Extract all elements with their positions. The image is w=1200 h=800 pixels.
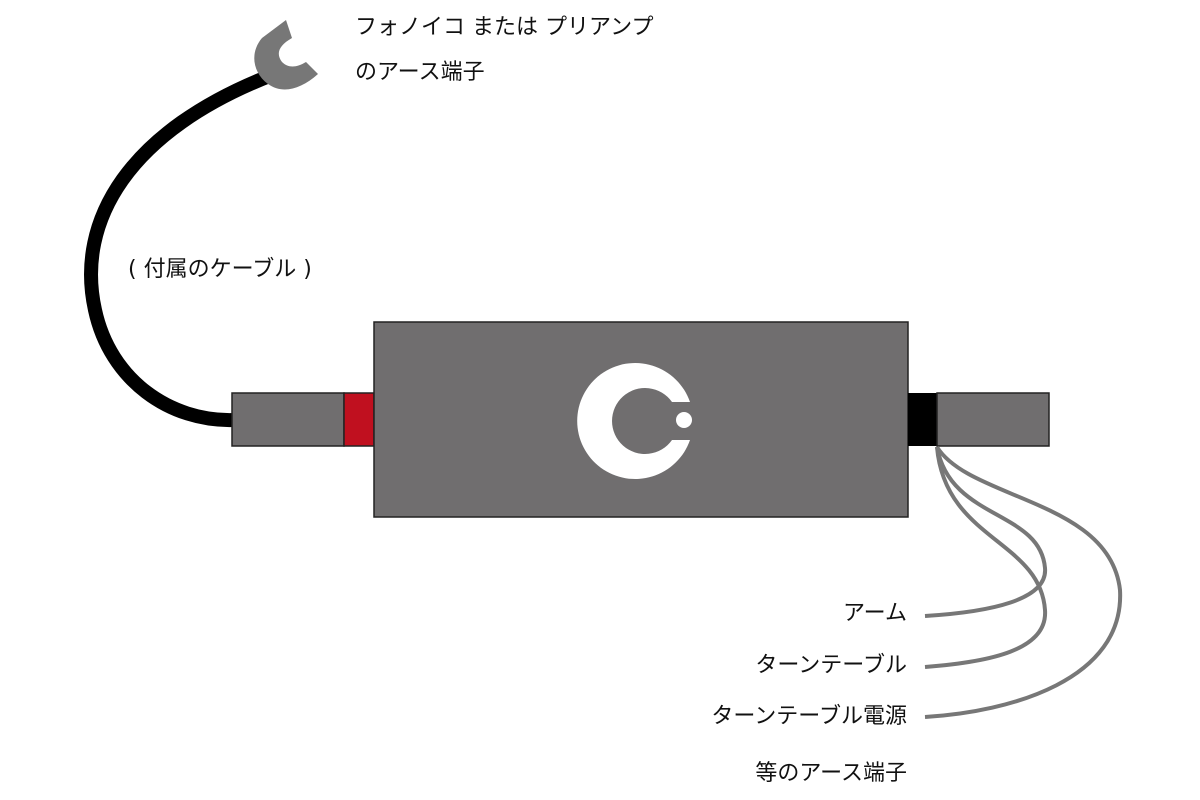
wire-turntable-power: [924, 445, 1123, 719]
label-etc: 等のアース端子: [755, 761, 907, 786]
label-turntable: ターンテーブル: [755, 653, 907, 678]
spade-terminal-icon: [254, 20, 318, 90]
left-plug: [231, 392, 345, 447]
label-arm: アーム: [842, 601, 907, 626]
black-band: [908, 393, 937, 446]
label-phono-eq: フォノイコ または プリアンプ: [355, 15, 654, 40]
label-ground-terminal: のアース端子: [355, 60, 485, 85]
wire-arm: [924, 446, 1048, 618]
logo-icon: [577, 363, 692, 479]
red-band: [343, 392, 375, 447]
right-plug: [936, 392, 1050, 447]
label-turntable-power: ターンテーブル電源: [711, 704, 907, 729]
ground-cable: [84, 68, 275, 428]
device-body: [373, 321, 909, 518]
wire-turntable: [924, 446, 1048, 669]
label-cable: ( 付属のケーブル ): [128, 257, 312, 282]
